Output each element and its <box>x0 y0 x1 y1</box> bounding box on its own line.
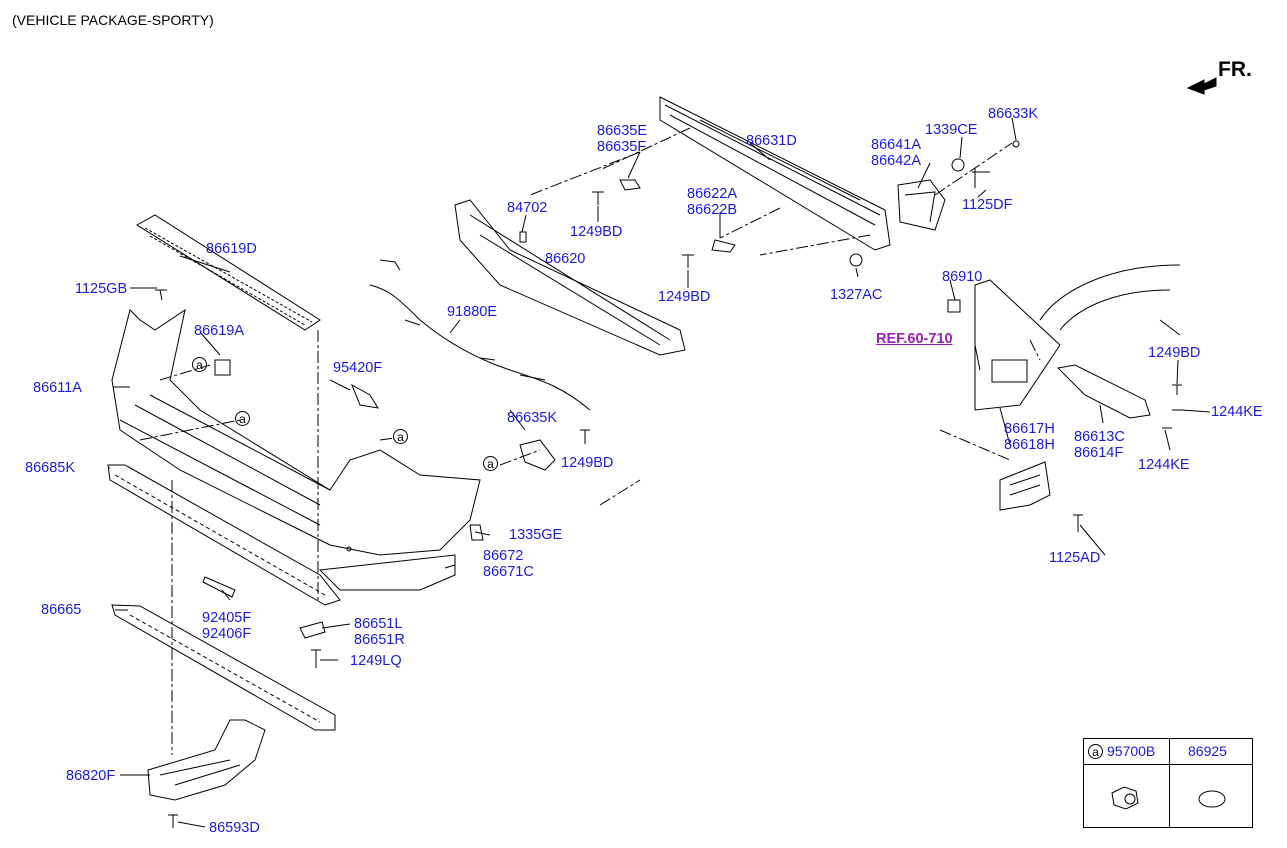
legend-header-row <box>1084 739 1252 765</box>
part-label-86593D[interactable]: 86593D <box>209 820 260 836</box>
part-label-86651R: 86651R <box>354 632 405 648</box>
seal-icon <box>1198 790 1226 808</box>
part-side-molding <box>318 554 456 591</box>
part-reflector <box>202 576 236 598</box>
part-bracket-lower <box>299 621 326 639</box>
legend-part-86925[interactable]: 86925 <box>1188 743 1227 759</box>
callout-a: a <box>192 357 207 372</box>
callout-a: a <box>483 456 498 471</box>
part-label-92405F-92406F[interactable]: 92405F 92406F <box>202 610 251 642</box>
part-label-86622B: 86622B <box>687 202 737 218</box>
part-label-86635E: 86635E <box>597 123 647 139</box>
part-label-92405F: 92405F <box>202 610 252 626</box>
part-label-86820F[interactable]: 86820F <box>66 768 116 784</box>
part-fender-area <box>974 279 1061 411</box>
callout-a: a <box>393 429 408 444</box>
part-label-1335GE[interactable]: 1335GE <box>509 527 563 543</box>
part-label-86619D[interactable]: 86619D <box>206 241 257 257</box>
part-label-86611A[interactable]: 86611A <box>33 380 82 396</box>
part-label-1125DF[interactable]: 1125DF <box>962 197 1013 213</box>
part-energy-absorber <box>454 199 686 356</box>
part-step-cover <box>136 214 321 331</box>
part-label-1249BD[interactable]: 1249BD <box>1148 345 1201 361</box>
part-label-86671C: 86671C <box>483 564 534 580</box>
part-label-1244KE[interactable]: 1244KE <box>1211 404 1263 420</box>
part-label-86641A-86642A[interactable]: 86641A 86642A <box>871 137 921 169</box>
part-label-86685K[interactable]: 86685K <box>25 460 75 476</box>
part-label-1249LQ[interactable]: 1249LQ <box>350 653 402 669</box>
part-label-86651L-86651R[interactable]: 86651L 86651R <box>354 616 405 648</box>
part-label-86665[interactable]: 86665 <box>41 602 82 618</box>
part-beam-stay <box>897 179 946 231</box>
part-label-86631D[interactable]: 86631D <box>746 133 797 149</box>
legend-col1[interactable]: a 95700B <box>1088 743 1155 759</box>
part-label-86620[interactable]: 86620 <box>545 251 586 267</box>
part-back-beam <box>659 96 891 251</box>
part-label-95420F[interactable]: 95420F <box>333 360 383 376</box>
part-label-1125GB[interactable]: 1125GB <box>75 281 128 297</box>
direction-label: FR. <box>1218 58 1252 81</box>
part-label-86635E-86635F[interactable]: 86635E 86635F <box>597 123 647 155</box>
part-sensor-bracket <box>519 439 556 471</box>
part-label-86613C: 86613C <box>1074 429 1125 445</box>
front-direction-indicator: FR. <box>1188 58 1252 82</box>
part-label-1125AD[interactable]: 1125AD <box>1049 550 1101 566</box>
part-label-86633K[interactable]: 86633K <box>988 106 1038 122</box>
part-label-86618H: 86618H <box>1004 437 1055 453</box>
part-label-86635F: 86635F <box>597 139 647 155</box>
callout-a: a <box>235 411 250 426</box>
part-mudguard <box>999 461 1051 511</box>
part-bumper-cover <box>111 308 481 556</box>
part-label-86617H-86618H[interactable]: 86617H 86618H <box>1004 421 1055 453</box>
part-label-86651L: 86651L <box>354 616 403 632</box>
front-arrow-icon <box>1186 77 1217 95</box>
part-label-86672-86671C[interactable]: 86672 86671C <box>483 548 534 580</box>
part-label-1249BD[interactable]: 1249BD <box>561 455 614 471</box>
reference-link[interactable]: REF.60-710 <box>876 331 953 347</box>
part-label-1249BD[interactable]: 1249BD <box>570 224 623 240</box>
callout-a-icon: a <box>1088 744 1103 759</box>
part-label-1244KE[interactable]: 1244KE <box>1138 457 1190 473</box>
legend-images <box>1111 786 1226 810</box>
legend-part-95700B: 95700B <box>1107 743 1156 759</box>
part-side-bracket <box>1056 364 1151 419</box>
part-label-86622A: 86622A <box>687 186 737 202</box>
part-wiring-harness <box>369 284 591 411</box>
part-label-86672: 86672 <box>483 548 524 564</box>
legend-table: a 95700B 86925 <box>1083 738 1253 828</box>
part-label-1249BD[interactable]: 1249BD <box>658 289 711 305</box>
part-label-86614F: 86614F <box>1074 445 1124 461</box>
part-label-1327AC[interactable]: 1327AC <box>830 287 883 303</box>
part-label-86619A[interactable]: 86619A <box>194 323 244 339</box>
part-label-86635K[interactable]: 86635K <box>507 410 557 426</box>
part-label-86613C-86614F[interactable]: 86613C 86614F <box>1074 429 1125 461</box>
part-under-panel <box>147 719 266 801</box>
part-label-84702[interactable]: 84702 <box>507 200 548 216</box>
part-label-91880E[interactable]: 91880E <box>447 304 497 320</box>
part-label-86622A-86622B[interactable]: 86622A 86622B <box>687 186 737 218</box>
part-label-92406F: 92406F <box>202 626 252 642</box>
part-label-86642A: 86642A <box>871 153 921 169</box>
part-label-86641A: 86641A <box>871 137 921 153</box>
legend-divider <box>1169 739 1170 827</box>
part-label-86617H: 86617H <box>1004 421 1055 437</box>
part-label-86910[interactable]: 86910 <box>942 269 983 285</box>
part-label-1339CE[interactable]: 1339CE <box>925 122 978 138</box>
page-title: (VEHICLE PACKAGE-SPORTY) <box>12 12 214 28</box>
